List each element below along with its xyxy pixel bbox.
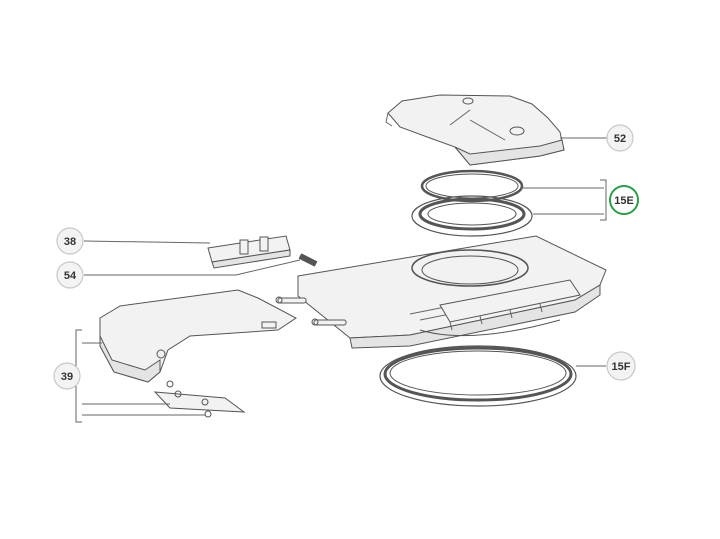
part-15E-seal-rings — [411, 169, 533, 237]
callout-38-label: 38 — [64, 236, 76, 248]
callout-15F[interactable]: 15F — [606, 351, 636, 381]
part-38-clip — [207, 235, 291, 269]
callout-52[interactable]: 52 — [606, 124, 634, 152]
callout-15E[interactable]: 15E — [609, 185, 639, 215]
callout-15E-label: 15E — [614, 195, 634, 207]
part-52-cover-plate — [385, 94, 565, 166]
callout-54-label: 54 — [64, 270, 77, 282]
part-54-spring — [298, 253, 318, 267]
part-main-frame — [275, 235, 607, 349]
part-15F-large-gasket — [379, 345, 577, 407]
callout-39-label: 39 — [61, 371, 73, 383]
callout-52-label: 52 — [614, 133, 626, 145]
part-39-handle — [99, 289, 297, 418]
callout-15F-label: 15F — [612, 361, 631, 373]
callout-39[interactable]: 39 — [53, 362, 81, 390]
callout-54[interactable]: 54 — [56, 261, 84, 289]
callout-38[interactable]: 38 — [56, 227, 84, 255]
